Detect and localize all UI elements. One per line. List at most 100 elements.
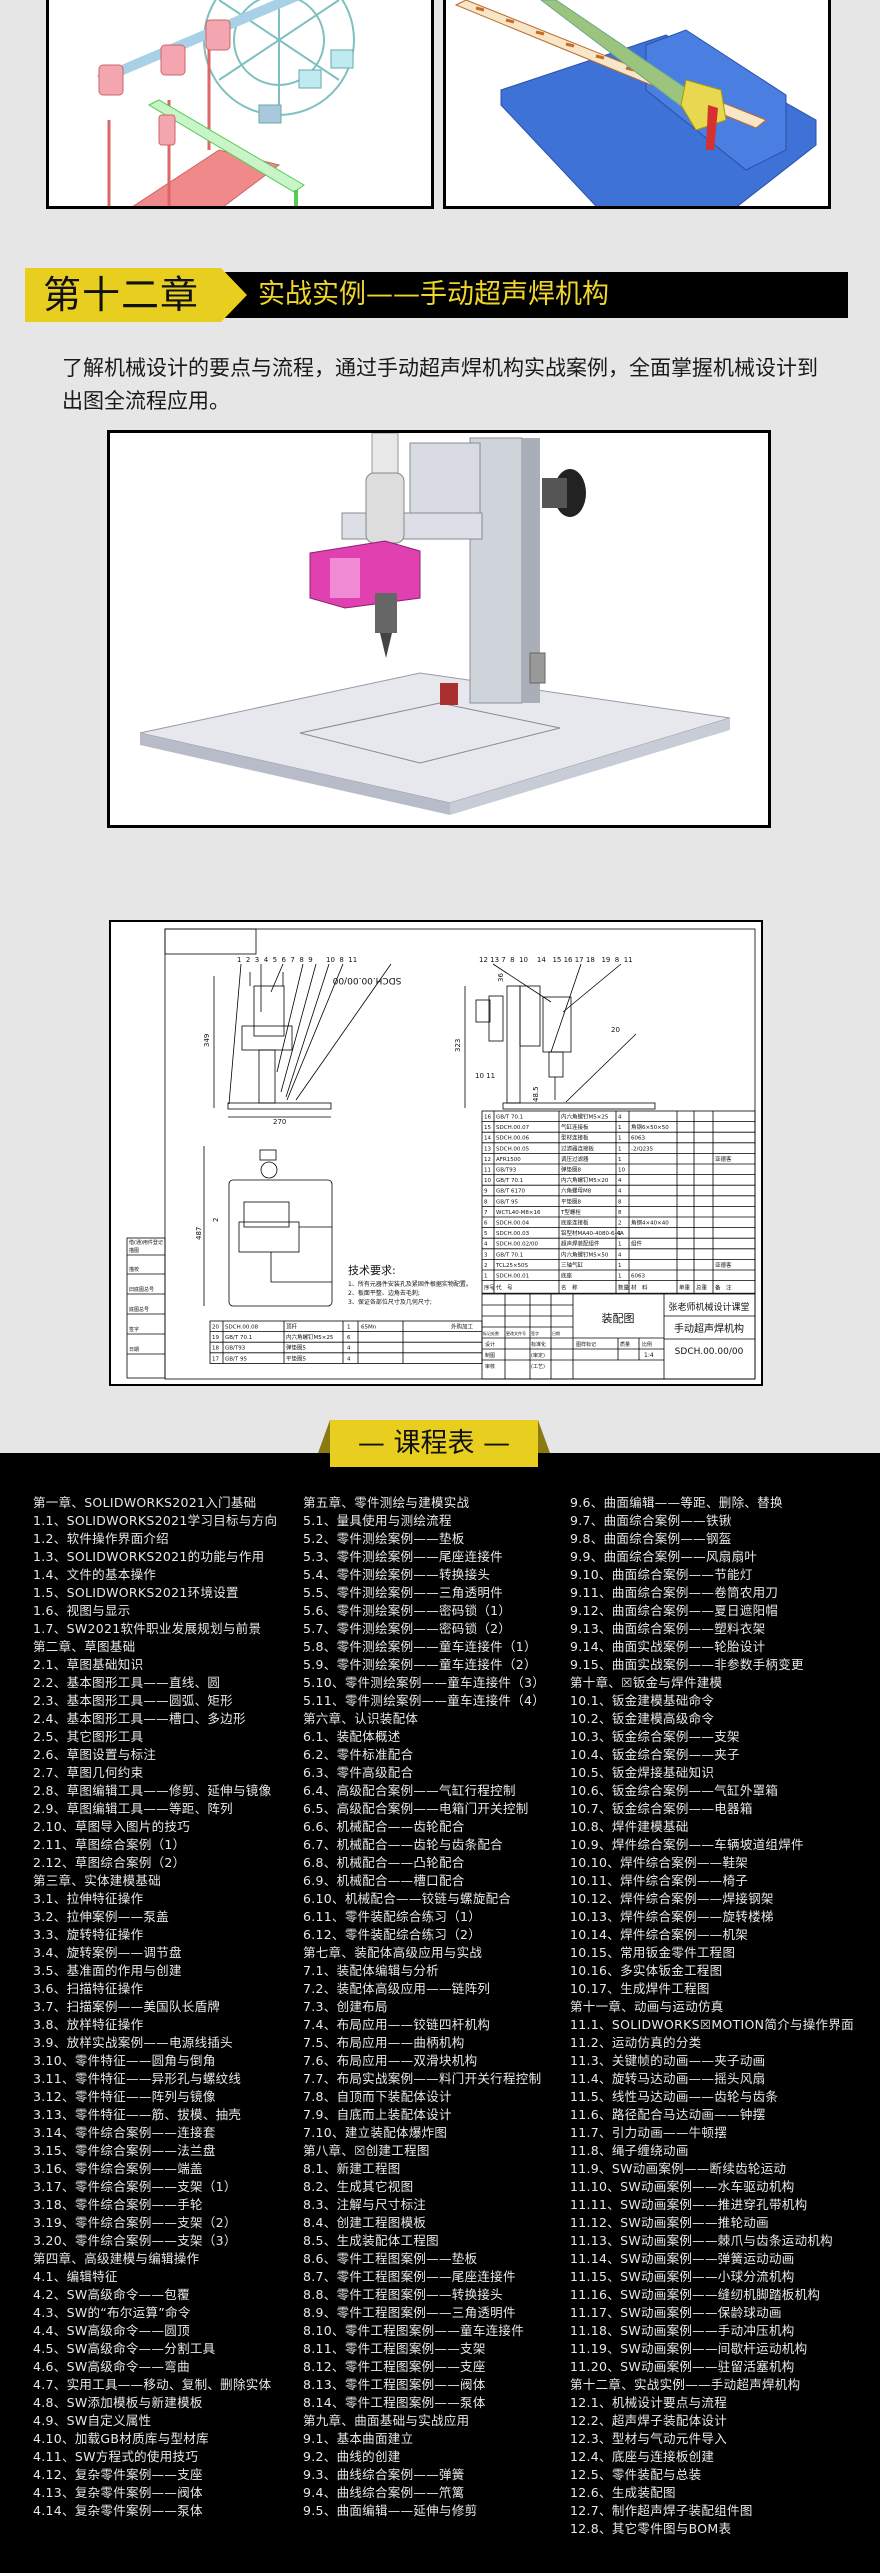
bom-cell: 1 <box>618 1125 622 1131</box>
margin-label: 描校 <box>129 1266 139 1273</box>
parts-list-cell: GB/T 70.1 <box>225 1335 252 1341</box>
course-item: 5.8、零件测绘案例——童车连接件（1） <box>303 1639 537 1654</box>
course-item: 9.10、曲面综合案例——节能灯 <box>570 1567 753 1582</box>
course-item: 9.5、曲面编辑——延伸与修剪 <box>303 2503 478 2518</box>
course-item: 4.9、SW自定义属性 <box>33 2413 152 2428</box>
dim-height-bottom: 487 <box>195 1227 203 1240</box>
course-item: 2.7、草图几何约束 <box>33 1765 144 1780</box>
chapter-heading: 第十章、☒钣金与焊件建模 <box>570 1675 723 1690</box>
bom-cell: 16 <box>484 1115 491 1121</box>
bom-cell: 4 <box>618 1178 622 1184</box>
course-item: 9.11、曲面综合案例——卷筒农用刀 <box>570 1585 779 1600</box>
chapter-heading: 第七章、装配体高级应用与实战 <box>303 1945 483 1960</box>
course-item: 9.4、曲线综合案例——笊篱 <box>303 2485 465 2500</box>
course-item: 7.9、自底而上装配体设计 <box>303 2107 452 2122</box>
course-item: 2.3、基本图形工具——圆弧、矩形 <box>33 1693 233 1708</box>
parts-list-cell: 4 <box>347 1346 351 1352</box>
course-item: 2.4、基本图形工具——槽口、多边形 <box>33 1711 246 1726</box>
water-wheel-image <box>46 0 434 209</box>
course-item: 12.1、机械设计要点与流程 <box>570 2395 728 2410</box>
course-item: 6.1、装配体概述 <box>303 1729 401 1744</box>
course-item: 10.2、钣金建模高级命令 <box>570 1711 715 1726</box>
course-item: 1.3、SOLIDWORKS2021的功能与作用 <box>33 1549 265 1564</box>
bom-cell: 1 <box>618 1274 622 1280</box>
chapter-description: 了解机械设计的要点与流程，通过手动超声焊机构实战案例，全面掌握机械设计到出图全流… <box>62 356 818 413</box>
bom-cell: 6063 <box>631 1136 645 1142</box>
chapter-banner-bar <box>225 272 848 318</box>
bom-cell: 1 <box>618 1231 622 1237</box>
course-item: 10.15、常用钣金零件工程图 <box>570 1945 736 1960</box>
course-item: 10.4、钣金综合案例——夹子 <box>570 1747 740 1762</box>
course-item: 11.8、绳子缠绕动画 <box>570 2143 689 2158</box>
rev-label-4: 日期 <box>552 1330 560 1336</box>
course-item: 2.1、草图基础知识 <box>33 1657 144 1672</box>
balloon-numbers-left: 1 2 3 4 5 6 7 8 9 10 8 11 <box>237 956 357 964</box>
course-item: 9.15、曲面实战案例——非参数手柄变更 <box>570 1657 804 1672</box>
course-item: 3.16、零件综合案例——端盖 <box>33 2161 203 2176</box>
course-item: 2.10、草图导入图片的技巧 <box>33 1819 191 1834</box>
bom-header-cell: 数量 <box>618 1284 630 1292</box>
course-item: 3.4、旋转案例——调节盘 <box>33 1945 182 1960</box>
bom-cell: 超声焊装配组件 <box>561 1240 600 1248</box>
course-item: 1.4、文件的基本操作 <box>33 1567 157 1582</box>
course-item: 11.19、SW动画案例——间歇杆运动机构 <box>570 2341 808 2356</box>
course-table-title: — 课程表 — <box>330 1420 538 1467</box>
course-item: 1.1、SOLIDWORKS2021学习目标与方向 <box>33 1513 278 1528</box>
margin-label: 借(通)用件登记 <box>129 1239 163 1246</box>
course-item: 2.2、基本图形工具——直线、圆 <box>33 1675 221 1690</box>
balloon-numbers-right: 12 13 7 8 10 14 15 16 17 18 19 8 11 <box>479 956 633 964</box>
bom-cell: GB/T93 <box>496 1168 517 1174</box>
course-item: 7.3、创建布局 <box>303 1999 388 2014</box>
course-item: 6.5、高级配合案例——电箱门开关控制 <box>303 1801 529 1816</box>
bom-cell: SDCH.00.04 <box>496 1221 530 1227</box>
margin-label: 旧底图总号 <box>129 1286 154 1293</box>
bom-cell: 4 <box>618 1252 622 1258</box>
course-item: 12.7、制作超声焊子装配组件图 <box>570 2503 753 2518</box>
bom-cell: 3 <box>484 1252 488 1258</box>
approval-process: (工艺) <box>531 1364 545 1370</box>
chapter-banner: 第十二章 实战实例——手动超声焊机构 <box>25 268 848 322</box>
bom-cell: GB/T 6170 <box>496 1189 525 1195</box>
bom-cell: GB/T 95 <box>496 1199 518 1205</box>
chapter-heading: 第九章、曲面基础与实战应用 <box>303 2413 470 2428</box>
course-item: 11.5、线性马达动画——齿轮与齿条 <box>570 2089 779 2104</box>
course-item: 4.1、编辑特征 <box>33 2269 118 2284</box>
bom-cell: 7 <box>484 1210 488 1216</box>
course-item: 5.7、零件测绘案例——密码锁（2） <box>303 1621 512 1636</box>
course-item: 2.11、草图综合案例（1） <box>33 1837 186 1852</box>
course-item: 5.2、零件测绘案例——垫板 <box>303 1531 465 1546</box>
parts-list-cell: 内六角螺钉M5×25 <box>286 1333 334 1341</box>
scale-value: 1:4 <box>644 1352 654 1359</box>
chapter-heading: 第十一章、动画与运动仿真 <box>570 1999 724 2014</box>
bom-cell: 角钢4×40×40 <box>631 1219 669 1227</box>
course-item: 8.9、零件工程图案例——三角透明件 <box>303 2305 516 2320</box>
bom-header-cell: 材 料 <box>631 1284 648 1292</box>
course-item: 5.11、零件测绘案例——童车连接件（4） <box>303 1693 546 1708</box>
course-item: 11.7、引力动画——牛顿摆 <box>570 2125 728 2140</box>
bom-cell: 亚德客 <box>715 1155 732 1163</box>
course-item: 3.12、零件特征——阵列与镜像 <box>33 2089 216 2104</box>
course-item: 3.11、零件特征——异形孔与螺纹线 <box>33 2071 242 2086</box>
bom-cell: AFR1500 <box>496 1157 521 1163</box>
course-item: 3.17、零件综合案例——支架（1） <box>33 2179 237 2194</box>
course-item: 3.19、零件综合案例——支架（2） <box>33 2215 237 2230</box>
course-item: 10.16、多实体钣金工程图 <box>570 1963 723 1978</box>
bom-cell: SDCH.00.01 <box>496 1274 529 1280</box>
course-item: 3.1、拉伸特征操作 <box>33 1891 144 1906</box>
course-item: 3.14、零件综合案例——连接套 <box>33 2125 216 2140</box>
course-item: 3.3、旋转特征操作 <box>33 1927 144 1942</box>
dim-top-right: 36 <box>497 973 505 982</box>
course-item: 12.8、其它零件图与BOM表 <box>570 2521 732 2536</box>
bom-cell: T型螺栓 <box>560 1208 581 1216</box>
parts-list-cell: 17 <box>212 1356 219 1362</box>
bom-cell: 内六角螺钉M5×50 <box>561 1250 609 1258</box>
course-item: 4.4、SW高级命令——圆顶 <box>33 2323 190 2338</box>
course-item: 3.2、拉伸案例——泵盖 <box>33 1909 169 1924</box>
course-item: 3.18、零件综合案例——手轮 <box>33 2197 203 2212</box>
course-item: 10.12、焊件综合案例——焊接钢架 <box>570 1891 774 1906</box>
bom-cell: SDCH.00.05 <box>496 1146 530 1152</box>
course-item: 10.3、钣金综合案例——支架 <box>570 1729 740 1744</box>
course-item: 11.17、SW动画案例——保龄球动画 <box>570 2305 782 2320</box>
course-item: 11.10、SW动画案例——水车驱动机构 <box>570 2179 795 2194</box>
